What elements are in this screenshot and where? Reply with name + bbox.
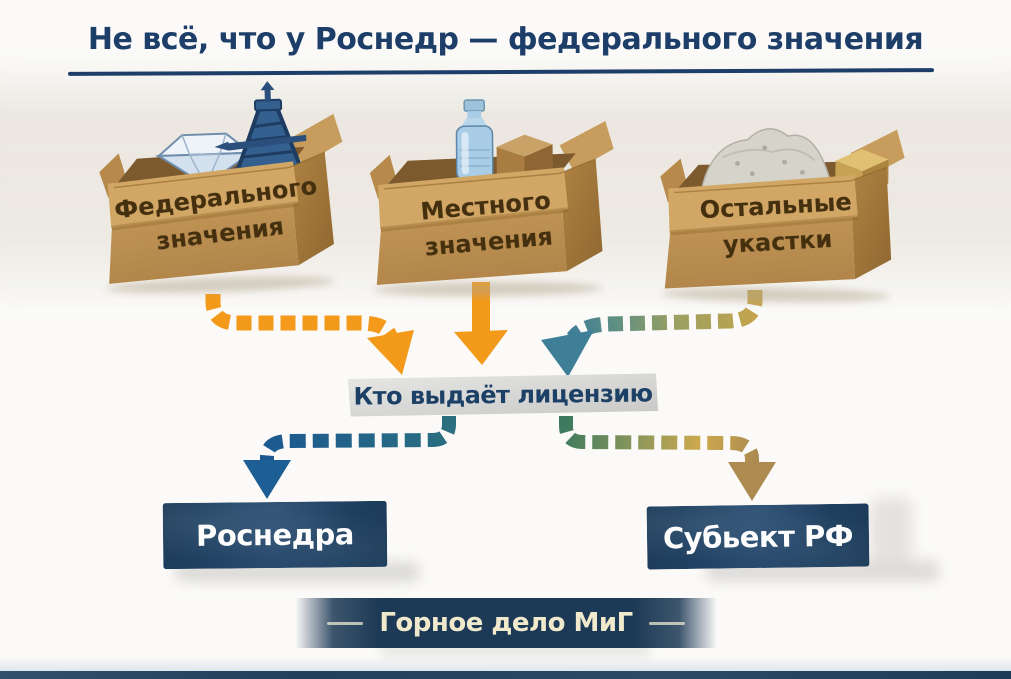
page-title: Не всё, что у Роснедр — федерального зна… (87, 22, 924, 57)
arrow-license-to-rosnedra (243, 416, 456, 499)
footer-dash-right (648, 621, 685, 625)
bottom-edge-bar (0, 671, 1011, 679)
water-bottle-icon (455, 99, 494, 181)
arrow-federal-to-license (205, 294, 414, 375)
arrow-other-to-license (541, 290, 763, 377)
box-shadow (660, 287, 891, 303)
box-label-other: Остальные укастки (650, 181, 904, 267)
footer-brand: Горное дело МиГ (379, 608, 633, 638)
box-shadow (372, 281, 603, 297)
arrow-license-to-subject (559, 416, 776, 501)
license-question-label: Кто выдаёт лицензию (348, 373, 658, 416)
issuer-subject-rf: Субьект РФ (646, 503, 870, 570)
footer-dash-left (327, 621, 364, 625)
footer-banner: Горное дело МиГ (295, 598, 717, 648)
box-other: Остальные укастки (650, 96, 905, 304)
issuer-rosnedra: Роснедра (162, 500, 388, 570)
box-federal: Федерального значения (88, 81, 345, 298)
box-local: Местного значения (361, 91, 614, 298)
